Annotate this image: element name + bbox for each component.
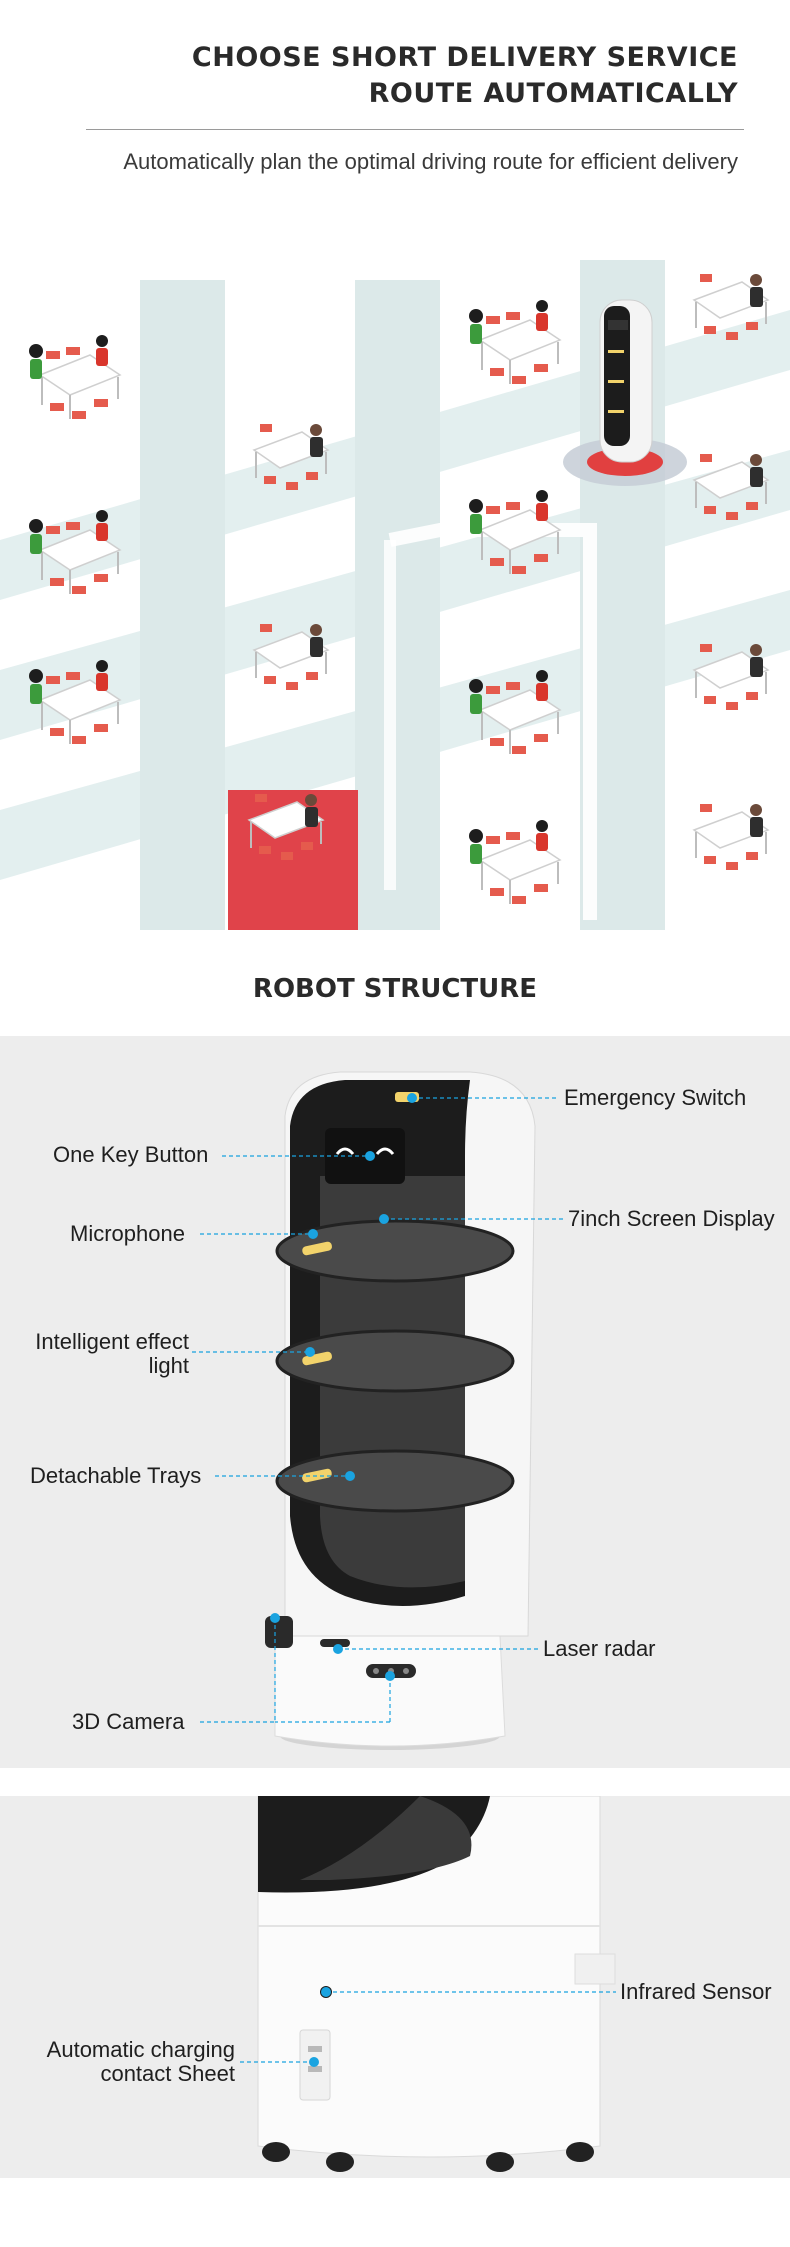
label-emergency-switch: Emergency Switch [564,1085,747,1110]
label-one-key-button: One Key Button [53,1142,209,1167]
label-microphone: Microphone [70,1221,185,1246]
label-laser-radar: Laser radar [543,1636,656,1661]
robot-front-illustration [192,1071,566,1750]
structure-title: ROBOT STRUCTURE [252,974,538,1004]
label-charging-contact-line2: contact Sheet [100,2061,235,2086]
restaurant-floor-illustration [0,240,790,930]
label-infrared-sensor: Infrared Sensor [620,1979,772,2004]
robot-base-illustration [240,1796,616,2172]
label-screen-display: 7inch Screen Display [568,1206,775,1231]
title-divider [86,129,744,130]
robot-structure-panel: Emergency Switch One Key Button 7inch Sc… [0,1036,790,1768]
label-intelligent-light-line2: light [148,1353,189,1378]
label-charging-contact: Automatic charging contact Sheet [0,2038,235,2086]
label-3d-camera: 3D Camera [72,1709,185,1734]
label-charging-contact-line1: Automatic charging [46,2037,235,2062]
route-illustration [0,240,790,930]
label-detachable-trays: Detachable Trays [30,1463,202,1488]
label-intelligent-light: Intelligent effect light [0,1330,189,1378]
section-subtitle: Automatically plan the optimal driving r… [123,149,738,174]
section-title-line1: CHOOSE SHORT DELIVERY SERVICE [191,42,738,73]
robot-base-panel: Infrared Sensor Automatic charging conta… [0,1796,790,2178]
label-intelligent-light-line1: Intelligent effect [35,1329,189,1354]
section-title-line2: ROUTE AUTOMATICALLY [368,78,738,109]
